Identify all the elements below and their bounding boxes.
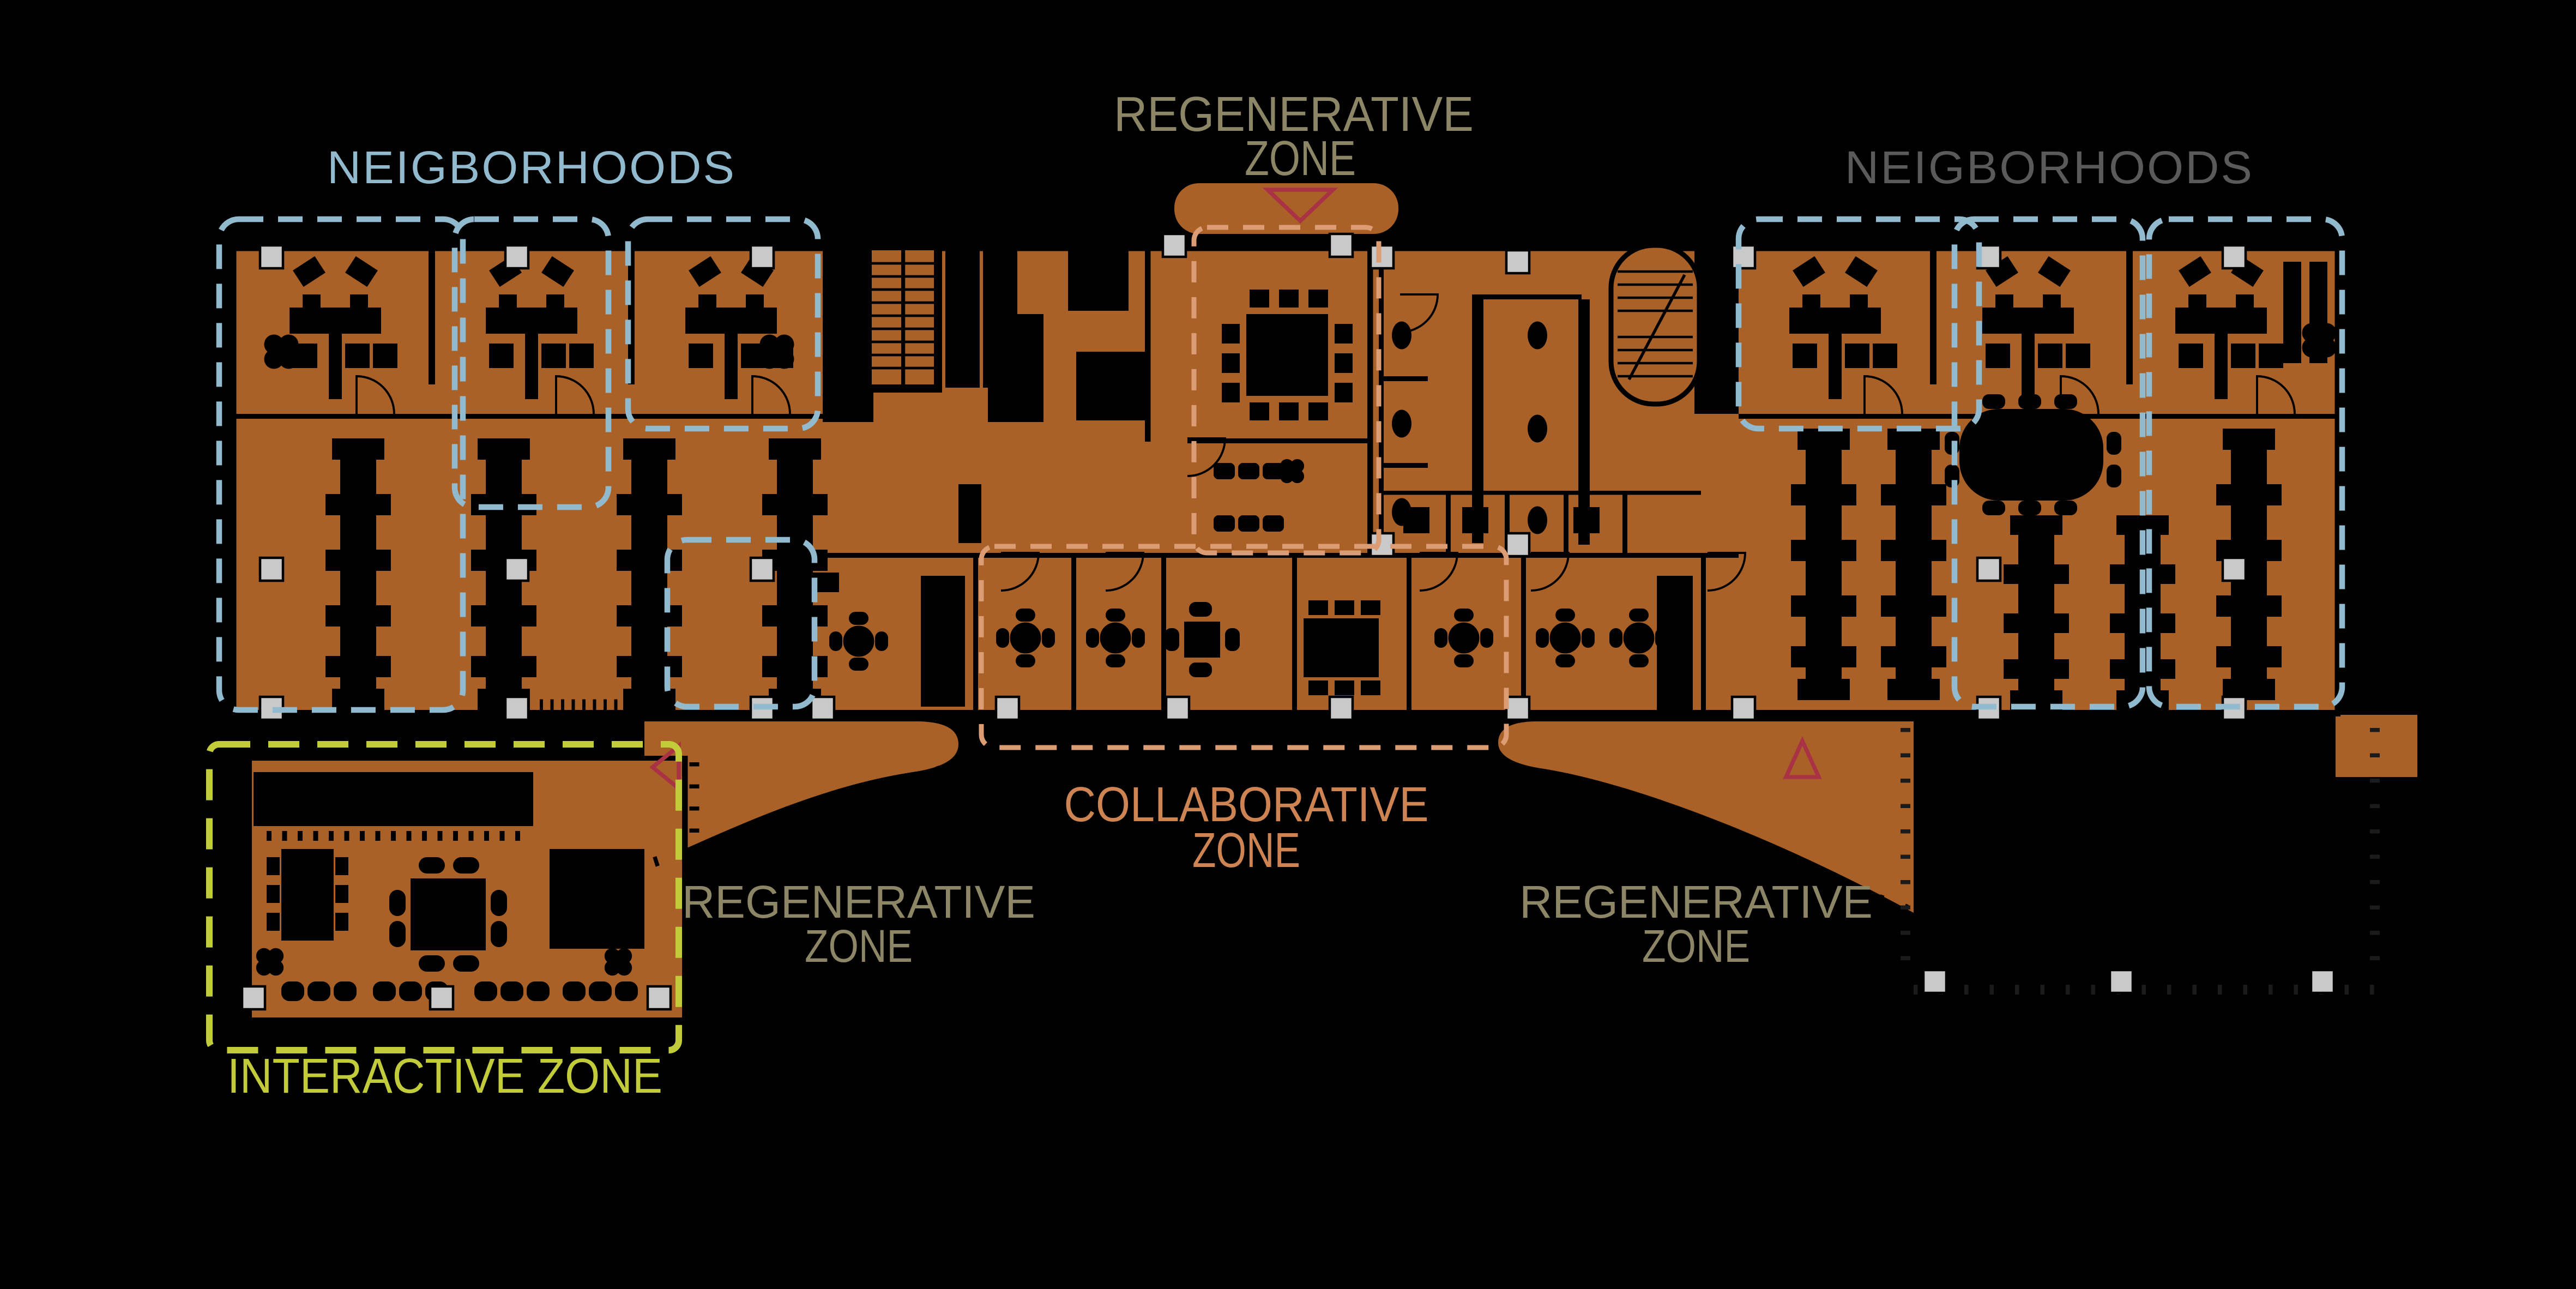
label-collaborative-1: COLLABORATIVE xyxy=(1064,778,1429,832)
interactive-screen-table xyxy=(550,849,644,949)
stair-west-icon xyxy=(864,242,942,393)
label-regenerative-left-2: ZONE xyxy=(805,920,913,972)
label-interactive: INTERACTIVE ZONE xyxy=(227,1049,662,1104)
label-neighborhoods-left: NEIGBORHOODS xyxy=(327,142,736,193)
interactive-furniture xyxy=(267,849,638,1001)
label-regenerative-left-1: REGENERATIVE xyxy=(682,876,1035,927)
section-triangle-north xyxy=(1262,188,1338,224)
label-regenerative-top-2: ZONE xyxy=(1245,131,1356,186)
phone-room-tables xyxy=(1403,507,1600,533)
collab-tables xyxy=(829,600,1668,695)
label-regenerative-right-2: ZONE xyxy=(1642,920,1750,972)
terrace-wing-east xyxy=(1498,721,1914,913)
section-markers xyxy=(649,188,1822,793)
label-regenerative-top-1: REGENERATIVE xyxy=(1114,87,1474,142)
elevator-shaft xyxy=(945,250,980,388)
zone-labels: NEIGBORHOODS NEIGBORHOODS REGENERATIVE Z… xyxy=(227,87,2254,1104)
label-collaborative-2: ZONE xyxy=(1192,823,1300,878)
section-triangle-west xyxy=(649,742,681,793)
kitchen-counter xyxy=(921,576,965,707)
neighborhood-zone-outlines xyxy=(216,216,2345,713)
stub-room-east xyxy=(2336,715,2417,777)
media-wall xyxy=(254,772,533,826)
boardroom-center xyxy=(1214,290,1353,532)
collaborative-zone-outlines xyxy=(979,225,1509,750)
interactive-zone-outline xyxy=(206,741,682,1053)
terrace-edge-ticks xyxy=(1901,728,2380,995)
stair-east-icon xyxy=(1608,243,1702,407)
label-neighborhoods-right: NEIGBORHOODS xyxy=(1845,142,2254,193)
core-elements xyxy=(254,245,2327,949)
label-regenerative-right-1: REGENERATIVE xyxy=(1519,876,1873,927)
terrace-wing-west xyxy=(644,721,958,867)
section-triangle-east xyxy=(1783,736,1822,779)
facade-mullion-ticks xyxy=(219,172,2352,1034)
